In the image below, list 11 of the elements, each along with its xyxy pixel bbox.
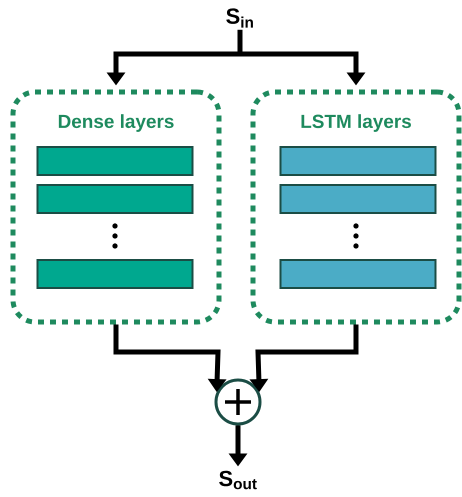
layer-bar <box>36 259 194 289</box>
signal-label: S$_{out}$ <box>219 470 257 490</box>
layer-group: Dense layers <box>10 90 222 324</box>
layer-bar <box>280 259 436 289</box>
layer-bar <box>36 146 194 176</box>
layer-bar <box>280 184 436 214</box>
layer-bar <box>280 146 436 176</box>
sum-circle <box>214 378 262 426</box>
layer-bar <box>36 184 194 214</box>
signal-label: S$_{in}$ <box>226 8 253 28</box>
layer-group: LSTM layers <box>250 90 462 324</box>
